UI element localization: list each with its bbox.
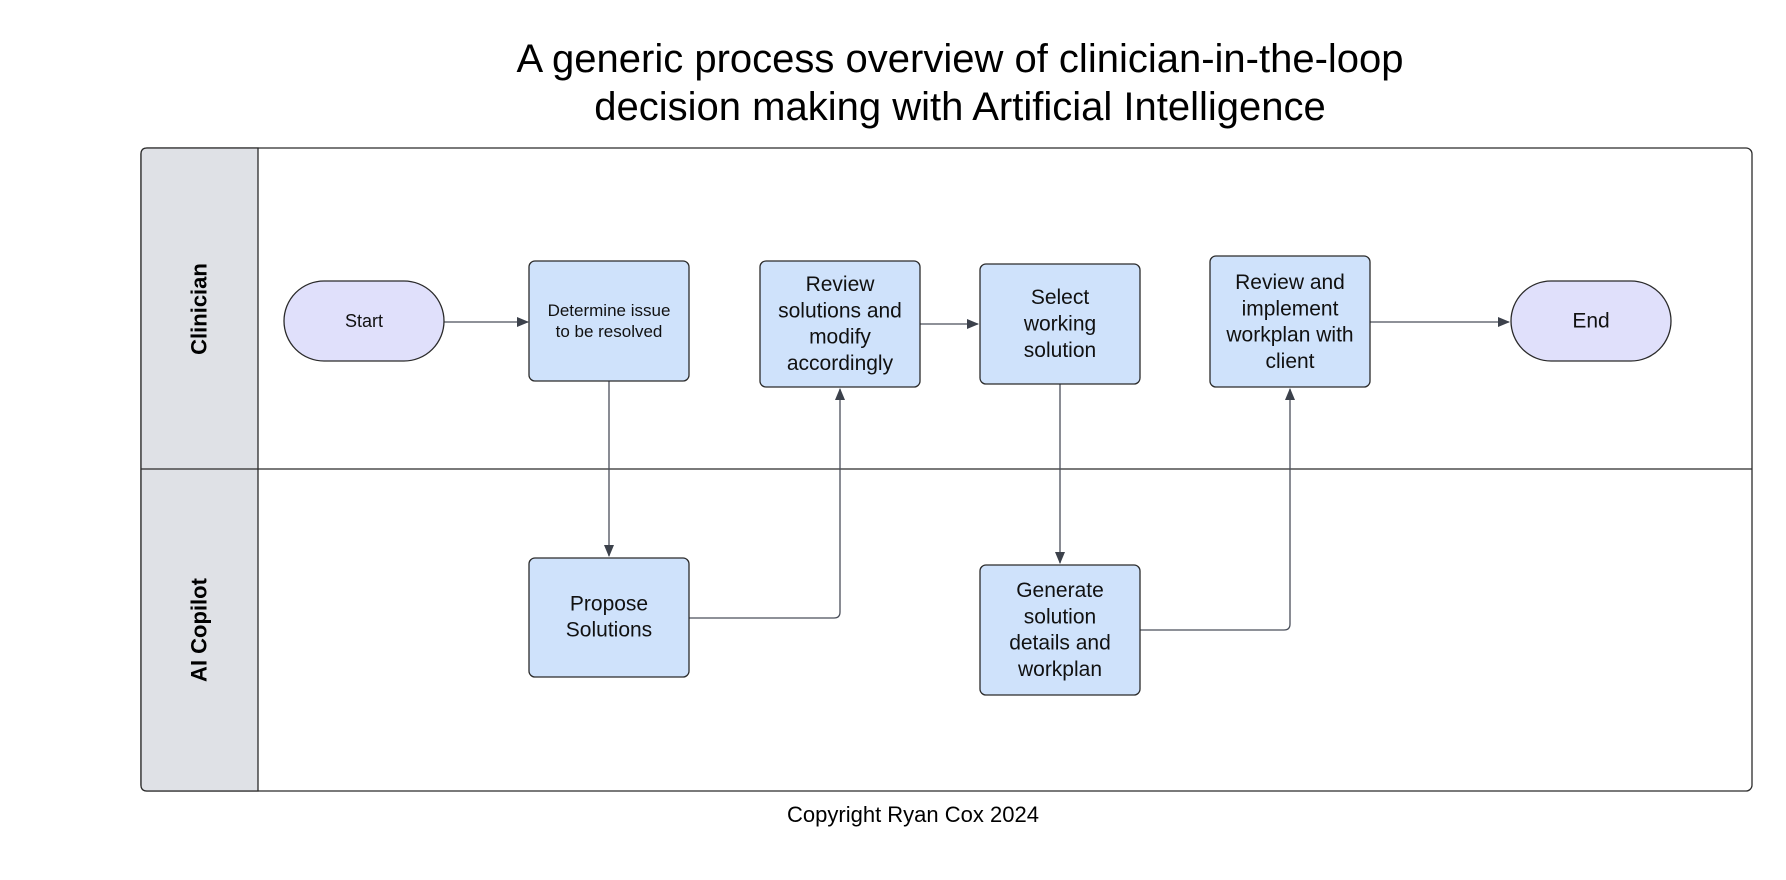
- node-select-solution: Select working solution: [979, 263, 1141, 385]
- node-label-line: solution: [1024, 339, 1096, 362]
- node-determine-issue-label: Determine issue to be resolved: [548, 301, 671, 341]
- node-review-solutions-label: Review solutions and modify accordingly: [778, 273, 902, 375]
- node-label-line: workplan: [1017, 658, 1102, 681]
- node-determine-issue-shape: [528, 260, 690, 382]
- node-label-line: accordingly: [787, 352, 894, 375]
- node-label-line: Select: [1031, 286, 1090, 309]
- diagram-title-line-1: A generic process overview of clinician-…: [516, 37, 1403, 81]
- node-label-line: solutions and: [778, 299, 902, 322]
- node-select-solution-shape: [979, 263, 1141, 385]
- node-propose-solutions-shape: [528, 557, 690, 678]
- node-label-line: client: [1265, 350, 1314, 373]
- node-label-line: Propose: [570, 592, 648, 615]
- connector-propose-to-review: [689, 388, 845, 619]
- node-start-label: Start: [345, 311, 383, 331]
- node-label-line: to be resolved: [556, 322, 663, 341]
- lane-label-ai-copilot: AI Copilot: [187, 577, 212, 682]
- node-label-line: workplan with: [1225, 324, 1353, 347]
- node-generate-workplan-shape: [979, 564, 1141, 696]
- connector-generate-to-implement: [1140, 388, 1295, 631]
- node-review-solutions-shape: [759, 260, 921, 388]
- node-label-line: Solutions: [566, 619, 652, 642]
- node-label-line: Start: [345, 311, 383, 331]
- node-label-line: implement: [1242, 297, 1339, 320]
- node-end-label: End: [1572, 310, 1609, 333]
- connectors: [444, 317, 1510, 631]
- node-implement-workplan: Review and implement workplan with client: [1209, 255, 1371, 388]
- node-start-shape: [283, 280, 445, 362]
- node-start: Start: [283, 280, 445, 362]
- node-implement-workplan-label: Review and implement workplan with client: [1225, 271, 1353, 373]
- node-generate-workplan-label: Generate solution details and workplan: [1009, 579, 1111, 681]
- node-label-line: modify: [809, 326, 871, 349]
- copyright-text: Copyright Ryan Cox 2024: [787, 802, 1039, 827]
- node-label-line: Determine issue: [548, 301, 671, 320]
- node-label-line: working: [1023, 313, 1096, 336]
- node-label-line: Review: [806, 273, 876, 296]
- node-end-shape: [1510, 280, 1672, 362]
- node-select-solution-label: Select working solution: [1023, 286, 1096, 362]
- node-label-line: solution: [1024, 605, 1096, 628]
- node-label-line: details and: [1009, 632, 1111, 655]
- node-end: End: [1510, 280, 1672, 362]
- diagram-title-line-2: decision making with Artificial Intellig…: [594, 85, 1325, 129]
- node-label-line: Generate: [1016, 579, 1104, 602]
- node-determine-issue: Determine issue to be resolved: [528, 260, 690, 382]
- node-label-line: Review and: [1235, 271, 1345, 294]
- node-review-solutions: Review solutions and modify accordingly: [759, 260, 921, 388]
- node-implement-workplan-shape: [1209, 255, 1371, 388]
- node-label-line: End: [1572, 310, 1609, 333]
- lane-label-clinician: Clinician: [187, 263, 212, 355]
- node-generate-workplan: Generate solution details and workplan: [979, 564, 1141, 696]
